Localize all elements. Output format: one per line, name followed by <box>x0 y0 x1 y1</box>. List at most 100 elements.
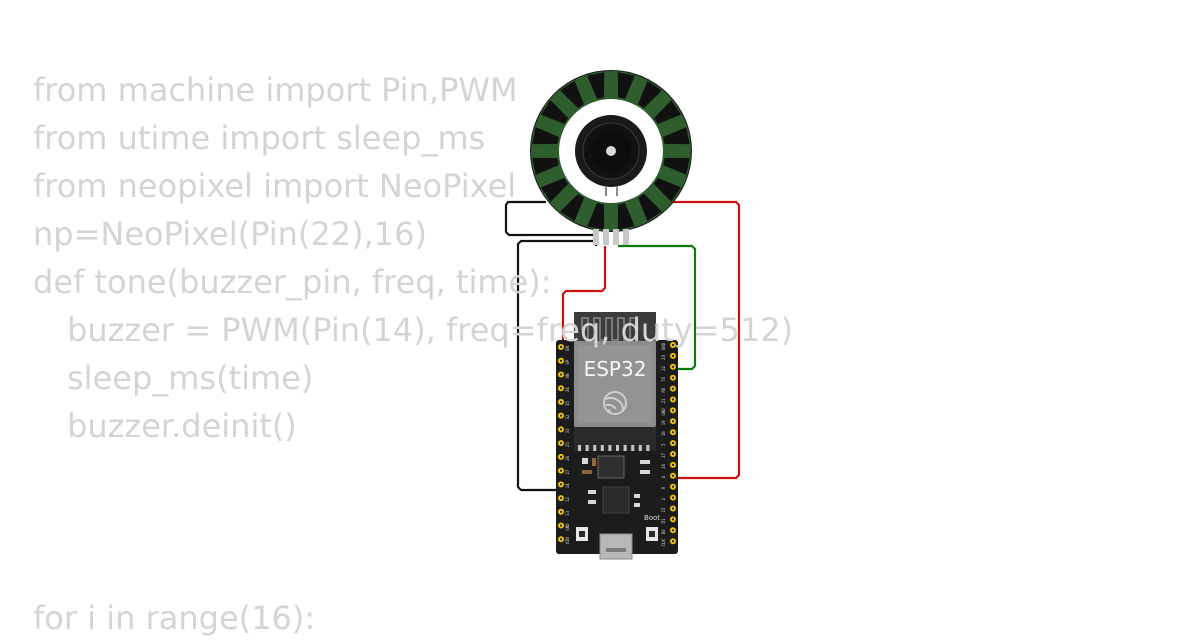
header-pin[interactable] <box>670 418 676 425</box>
ring-led <box>560 193 585 222</box>
ring-led <box>653 177 682 202</box>
header-pin[interactable] <box>670 429 676 436</box>
usb-uart-chip <box>602 486 630 514</box>
wire-red-ring-power[interactable] <box>561 246 607 348</box>
header-pin[interactable] <box>558 344 564 350</box>
header-pin[interactable] <box>558 440 564 447</box>
header-pin[interactable] <box>558 481 564 488</box>
pin-label: VN <box>565 373 570 378</box>
ring-led <box>663 127 690 145</box>
module-pads <box>578 445 650 451</box>
header-pin[interactable] <box>670 440 676 447</box>
header-pin[interactable] <box>558 495 564 502</box>
ring-led <box>637 193 662 222</box>
header-pin[interactable] <box>558 412 564 419</box>
header-pin[interactable] <box>558 398 564 405</box>
header-pin[interactable] <box>670 342 676 348</box>
pin-label: GND <box>661 408 666 416</box>
pin-label: CLK <box>661 539 666 547</box>
header-pin[interactable] <box>558 371 564 378</box>
ring-pin-dout <box>623 229 629 245</box>
header-pin[interactable] <box>558 385 564 392</box>
pin-label: 34 <box>565 387 570 392</box>
boot-button[interactable] <box>646 527 658 541</box>
header-pin[interactable] <box>558 536 564 543</box>
header-pin[interactable] <box>558 467 564 474</box>
header-pin[interactable] <box>670 374 676 381</box>
pin-label: 26 <box>565 455 570 460</box>
micro-usb-port[interactable] <box>599 533 633 560</box>
header-pin[interactable] <box>670 385 676 392</box>
header-pin[interactable] <box>558 357 564 364</box>
en-button[interactable] <box>576 527 588 541</box>
ring-led <box>637 80 662 109</box>
esp32-module-label: ESP32 <box>584 357 647 381</box>
pin-label: 23 <box>661 354 666 359</box>
ring-led <box>587 203 605 230</box>
ring-led <box>540 100 569 125</box>
pin-label: 18 <box>661 431 666 436</box>
header-pin[interactable] <box>558 508 564 515</box>
pin-label: 21 <box>661 398 666 403</box>
ring-pin-vcc <box>603 229 609 245</box>
pin-label: 19 <box>661 420 666 425</box>
ring-leds <box>532 72 690 230</box>
header-pin[interactable] <box>558 522 564 529</box>
pin-label: 25 <box>565 442 570 447</box>
ring-led <box>532 127 559 145</box>
header-pin[interactable] <box>558 426 564 433</box>
pin-label: 16 <box>661 463 666 468</box>
pin-label: 15 <box>661 507 666 512</box>
ring-led <box>560 80 585 109</box>
header-pin[interactable] <box>670 396 676 403</box>
header-pin[interactable] <box>670 483 676 490</box>
pin-label: 32 <box>565 414 570 419</box>
pin-label: 4 <box>661 476 666 479</box>
pin-label: 22 <box>661 365 666 370</box>
ring-led <box>617 72 635 99</box>
pin-label: VP <box>565 359 570 364</box>
pin-label: D0 <box>661 529 666 534</box>
pin-label: GND <box>565 523 570 531</box>
wire-green-ring-data[interactable] <box>618 244 697 371</box>
esp32-board[interactable]: ESP32 Boot <box>556 312 678 560</box>
pin-label: 2 <box>661 497 666 500</box>
header-pin[interactable] <box>670 363 676 370</box>
ring-led <box>540 177 569 202</box>
header-pin[interactable] <box>670 451 676 457</box>
header-pin[interactable] <box>670 527 676 534</box>
header-pin[interactable] <box>670 505 676 512</box>
header-pin[interactable] <box>670 494 676 501</box>
pin-label: D1 <box>661 518 666 523</box>
pin-label: 13 <box>565 510 570 515</box>
ring-led <box>617 203 635 230</box>
ring-led <box>587 72 605 99</box>
pin-label: 33 <box>565 428 570 433</box>
pin-label: EN <box>565 346 570 351</box>
ring-pin-gnd <box>593 229 599 245</box>
ring-pin-din <box>613 229 619 245</box>
pin-label: GND <box>661 342 666 350</box>
pin-label: VIN <box>565 537 570 545</box>
boot-label: Boot <box>644 514 660 522</box>
header-pin[interactable] <box>670 516 676 523</box>
ring-led <box>653 100 682 125</box>
pin-label: 27 <box>565 469 570 474</box>
header-pin[interactable] <box>670 461 676 468</box>
pin-label: 35 <box>565 400 570 405</box>
header-pin[interactable] <box>670 472 676 479</box>
buzzer[interactable] <box>575 115 647 196</box>
header-pin[interactable] <box>670 352 676 359</box>
header-pins-left <box>558 344 564 543</box>
pin-label: 14 <box>565 483 570 488</box>
pin-label: 12 <box>565 497 570 502</box>
pin-label: TX <box>661 376 666 381</box>
header-pin[interactable] <box>670 538 676 545</box>
pin-label: 17 <box>661 453 666 458</box>
header-pin[interactable] <box>670 407 676 414</box>
header-pin[interactable] <box>558 453 564 460</box>
ldo-regulator <box>597 455 625 479</box>
ring-led <box>663 157 690 175</box>
